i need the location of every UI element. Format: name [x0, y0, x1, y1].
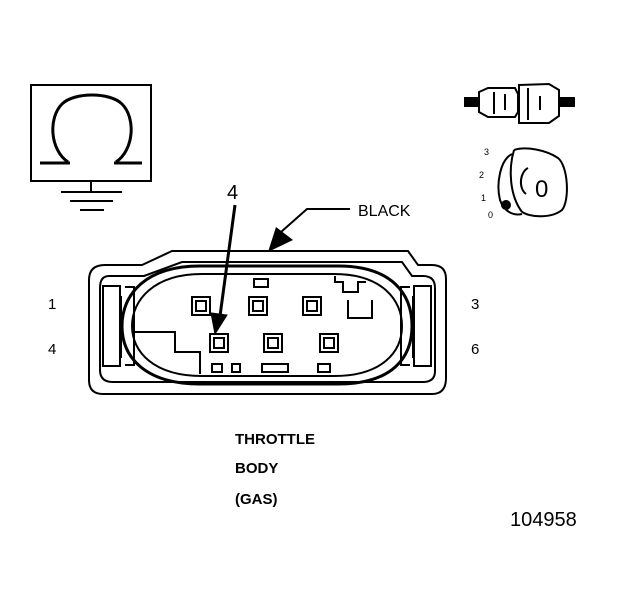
lock-position-1: 1 — [481, 193, 487, 203]
title-line-2: BODY — [235, 460, 279, 477]
lock-position-2: 2 — [479, 170, 485, 180]
pin-callout-label: 4 — [227, 182, 239, 204]
pin-callout-arrow — [210, 204, 237, 336]
ohm-ground-symbol-icon — [30, 84, 152, 211]
title-line-1: THROTTLE — [235, 431, 315, 448]
wire-color-label: BLACK — [358, 203, 411, 220]
lock-state-label: 0 — [535, 176, 549, 203]
lock-position-3: 3 — [484, 147, 490, 157]
title-line-3: (GAS) — [235, 491, 278, 508]
connector-side-view-icon — [464, 82, 575, 124]
pin-label-bottom-left: 4 — [48, 341, 57, 358]
color-leader-line — [268, 208, 350, 252]
figure-number: 104958 — [510, 509, 577, 531]
lock-position-0: 0 — [488, 210, 494, 220]
pin-label-bottom-right: 6 — [471, 341, 480, 358]
lock-position-icon — [497, 147, 568, 218]
connector-face — [88, 250, 447, 395]
pin-label-top-left: 1 — [48, 296, 57, 313]
pin-label-top-right: 3 — [471, 296, 480, 313]
